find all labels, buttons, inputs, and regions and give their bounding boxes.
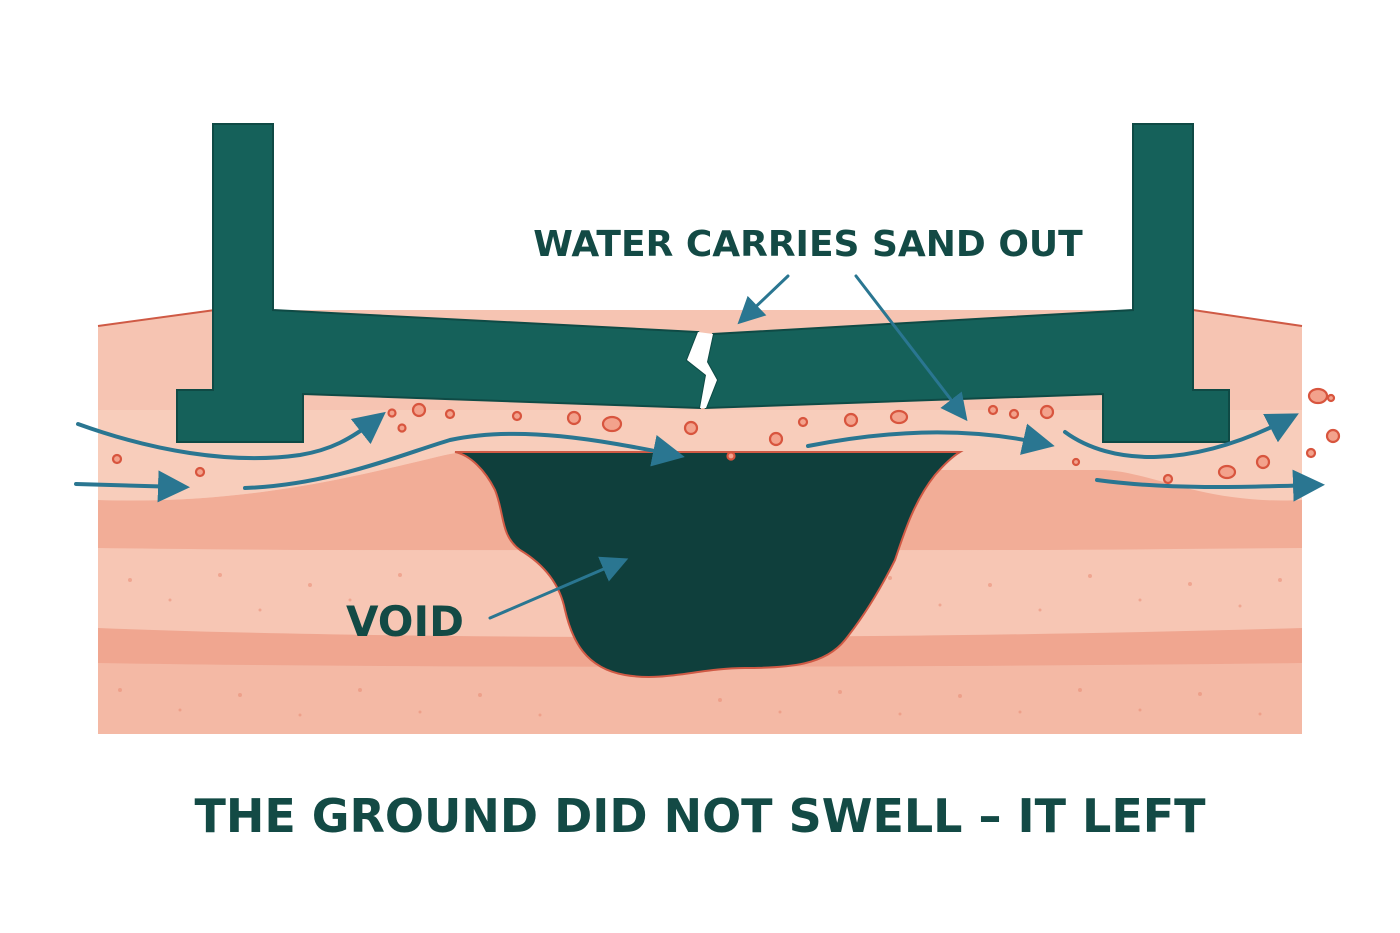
pointer-arrow-icon bbox=[737, 274, 790, 325]
pointer-arrow-icon bbox=[854, 274, 968, 422]
soil-speckles bbox=[118, 573, 1282, 717]
sand-particles bbox=[111, 387, 1341, 485]
caption: THE GROUND DID NOT SWELL – IT LEFT bbox=[194, 789, 1206, 843]
void-cavity bbox=[454, 451, 964, 678]
foundation-right-half bbox=[704, 123, 1230, 443]
water-flow-arrows bbox=[74, 411, 1325, 503]
flow-arrow-icon bbox=[1095, 469, 1325, 502]
pointer-arrows bbox=[488, 274, 968, 620]
ground-surface-right bbox=[1192, 309, 1303, 327]
flow-arrow-icon bbox=[74, 470, 190, 503]
flow-arrow-icon bbox=[1063, 413, 1299, 459]
ground-surface-left bbox=[97, 309, 216, 327]
deep-soil-layer bbox=[98, 663, 1302, 734]
flow-arrow-icon bbox=[76, 411, 386, 461]
crack-icon bbox=[687, 332, 717, 408]
flow-arrow-icon bbox=[806, 423, 1055, 455]
flow-arrow-icon bbox=[243, 431, 685, 490]
foundation bbox=[176, 123, 1230, 443]
flow-label: WATER CARRIES SAND OUT bbox=[533, 224, 1083, 265]
foundation-left-half bbox=[176, 123, 708, 443]
pointer-arrow-icon bbox=[488, 556, 629, 620]
void-label: VOID bbox=[346, 597, 464, 646]
